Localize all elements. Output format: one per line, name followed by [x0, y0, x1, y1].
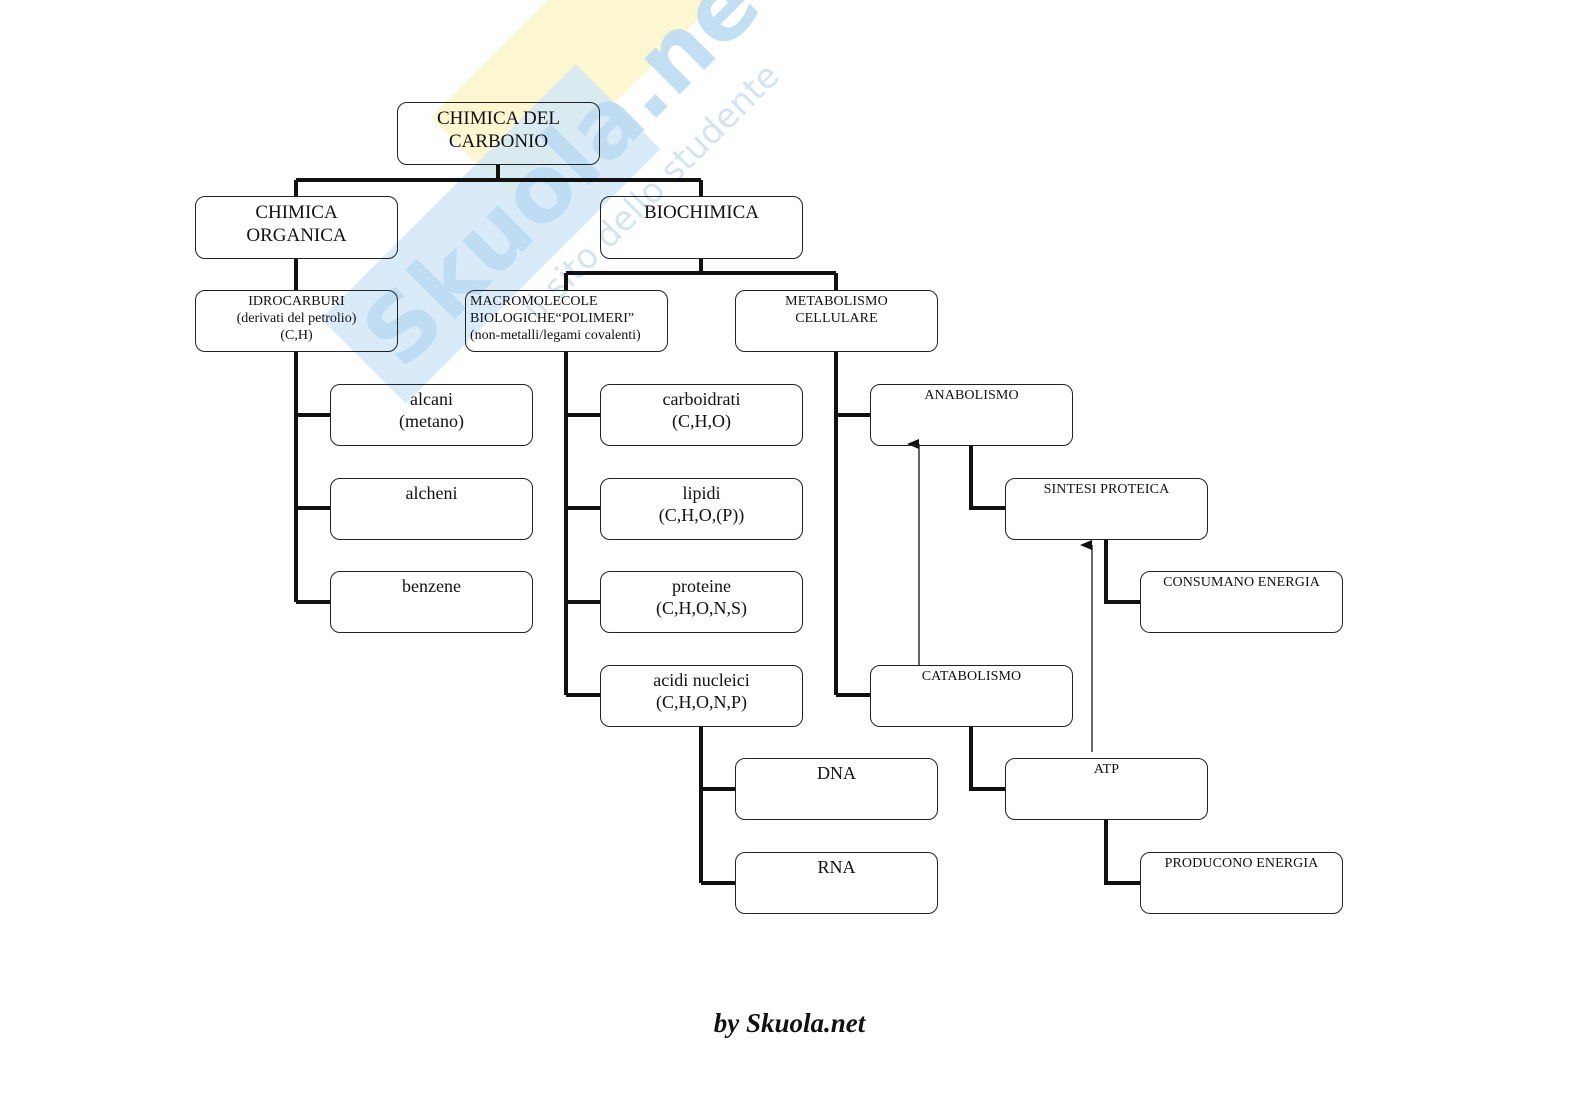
node-atp: ATP [1005, 758, 1208, 820]
node-macromolecole: MACROMOLECOLE BIOLOGICHE“POLIMERI” (non-… [465, 290, 668, 352]
node-anabolismo: ANABOLISMO [870, 384, 1073, 446]
node-biochimica: BIOCHIMICA [600, 196, 803, 259]
node-label: MACROMOLECOLE BIOLOGICHE“POLIMERI” (non-… [470, 294, 641, 343]
node-label: ATP [1093, 762, 1120, 777]
node-chimica-del-carbonio: CHIMICA DEL CARBONIO [397, 102, 600, 165]
node-label: benzene [402, 576, 461, 596]
node-proteine: proteine (C,H,O,N,S) [600, 571, 803, 633]
connector-catabolismo-atp [969, 727, 1005, 791]
node-label: proteine (C,H,O,N,S) [655, 576, 747, 618]
node-label: CHIMICA ORGANICA [246, 202, 347, 246]
node-benzene: benzene [330, 571, 533, 633]
node-alcani: alcani (metano) [330, 384, 533, 446]
node-label: IDROCARBURI (derivati del petrolio) (C,H… [236, 294, 357, 343]
node-label: ANABOLISMO [924, 388, 1019, 403]
node-label: RNA [817, 857, 856, 877]
connector-anabolismo-sintesi [969, 446, 1005, 510]
node-label: carboidrati (C,H,O) [662, 389, 741, 431]
node-label: BIOCHIMICA [643, 202, 760, 223]
node-producono-energia: PRODUCONO ENERGIA [1140, 852, 1343, 914]
node-consumano-energia: CONSUMANO ENERGIA [1140, 571, 1343, 633]
connector-macromolecole-items [564, 352, 600, 697]
node-idrocarburi: IDROCARBURI (derivati del petrolio) (C,H… [195, 290, 398, 352]
node-acidi-nucleici: acidi nucleici (C,H,O,N,P) [600, 665, 803, 727]
node-label: SINTESI PROTEICA [1043, 482, 1170, 497]
connector-metabolismo-items [834, 352, 870, 697]
connector-biochimica-bus [564, 259, 838, 290]
node-metabolismo-cellulare: METABOLISMO CELLULARE [735, 290, 938, 352]
node-rna: RNA [735, 852, 938, 914]
node-label: lipidi (C,H,O,(P)) [658, 483, 745, 525]
node-label: alcheni [405, 483, 458, 503]
connector-sintesi-consumano [1104, 540, 1140, 604]
connector-nucleici-items [699, 727, 735, 885]
node-label: CHIMICA DEL CARBONIO [437, 108, 560, 152]
node-dna: DNA [735, 758, 938, 820]
connector-idrocarburi-items [294, 352, 330, 604]
node-lipidi: lipidi (C,H,O,(P)) [600, 478, 803, 540]
node-sintesi-proteica: SINTESI PROTEICA [1005, 478, 1208, 540]
connector-root-bus [294, 165, 703, 196]
connector-atp-producono [1104, 820, 1140, 885]
node-catabolismo: CATABOLISMO [870, 665, 1073, 727]
node-label: DNA [817, 763, 856, 783]
node-label: alcani (metano) [399, 389, 464, 431]
footer-credit: by Skuola.net [713, 1008, 866, 1038]
node-label: CONSUMANO ENERGIA [1163, 575, 1320, 590]
node-label: acidi nucleici (C,H,O,N,P) [653, 670, 750, 712]
node-chimica-organica: CHIMICA ORGANICA [195, 196, 398, 259]
node-alcheni: alcheni [330, 478, 533, 540]
node-label: PRODUCONO ENERGIA [1164, 856, 1319, 871]
node-label: METABOLISMO CELLULARE [785, 294, 888, 326]
node-label: CATABOLISMO [921, 669, 1022, 684]
node-carboidrati: carboidrati (C,H,O) [600, 384, 803, 446]
